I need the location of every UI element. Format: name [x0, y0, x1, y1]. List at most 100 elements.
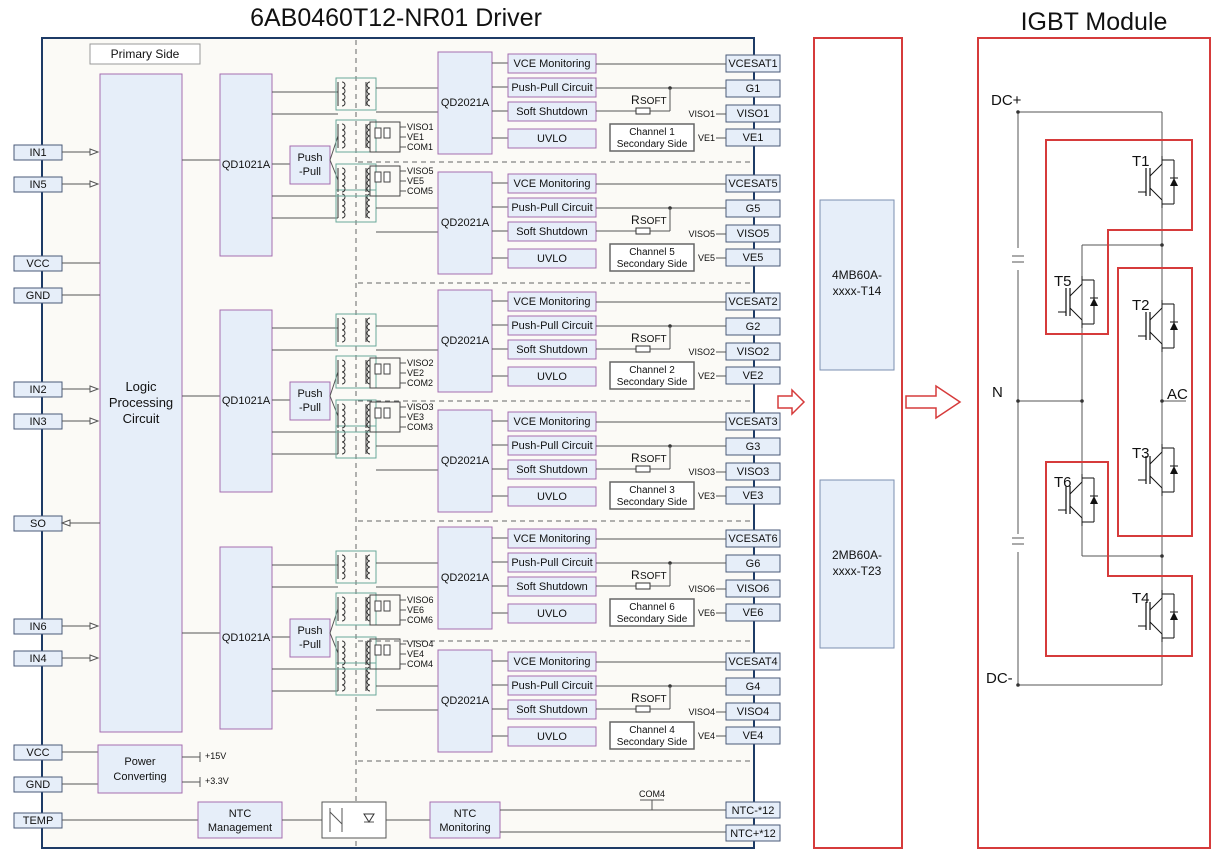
svg-text:NTC: NTC [229, 808, 252, 820]
right-arrow-icon [777, 388, 806, 416]
svg-text:VISO2: VISO2 [737, 346, 769, 358]
svg-text:Push-Pull Circuit: Push-Pull Circuit [511, 82, 592, 94]
svg-text:VE4: VE4 [743, 730, 764, 742]
svg-text:IN4: IN4 [29, 653, 46, 665]
svg-text:VE1: VE1 [407, 132, 424, 142]
svg-text:Secondary Side: Secondary Side [617, 377, 688, 388]
svg-text:R: R [631, 213, 640, 227]
svg-text:VISO5: VISO5 [688, 229, 715, 239]
svg-text:NTC-*12: NTC-*12 [732, 805, 775, 817]
svg-text:Soft Shutdown: Soft Shutdown [516, 464, 588, 476]
supply-15v: +15V [205, 751, 226, 761]
svg-text:xxxx-T23: xxxx-T23 [833, 564, 882, 578]
svg-text:VISO4: VISO4 [737, 706, 769, 718]
svg-text:G6: G6 [746, 558, 761, 570]
ac-label: AC [1167, 386, 1188, 403]
svg-text:VISO1: VISO1 [407, 122, 434, 132]
svg-text:G1: G1 [746, 83, 761, 95]
channel-secondary-label [609, 721, 695, 750]
svg-text:Secondary Side: Secondary Side [617, 259, 688, 270]
svg-text:VISO6: VISO6 [737, 583, 769, 595]
svg-text:Channel 3: Channel 3 [629, 485, 675, 496]
svg-text:-Pull: -Pull [299, 402, 321, 414]
qd1021a-block [219, 546, 273, 730]
channel-secondary-label [609, 598, 695, 627]
supply-3v3: +3.3V [205, 776, 229, 786]
module-title: IGBT Module [1021, 8, 1168, 36]
svg-text:VE1: VE1 [698, 133, 715, 143]
svg-text:VCE Monitoring: VCE Monitoring [513, 296, 590, 308]
svg-text:4MB60A-: 4MB60A- [832, 268, 882, 282]
svg-text:R: R [631, 691, 640, 705]
svg-text:R: R [631, 451, 640, 465]
svg-text:IN5: IN5 [29, 179, 46, 191]
svg-text:T3: T3 [1132, 445, 1150, 462]
svg-text:UVLO: UVLO [537, 491, 567, 503]
svg-text:VE6: VE6 [698, 608, 715, 618]
logic-processing-block [99, 73, 183, 733]
svg-text:QD2021A: QD2021A [441, 217, 490, 229]
svg-text:QD2021A: QD2021A [441, 97, 490, 109]
svg-text:T6: T6 [1054, 474, 1072, 491]
svg-text:VE1: VE1 [743, 132, 764, 144]
svg-text:VISO2: VISO2 [407, 358, 434, 368]
svg-text:R: R [631, 568, 640, 582]
svg-text:VCC: VCC [26, 258, 49, 270]
svg-text:UVLO: UVLO [537, 133, 567, 145]
svg-text:VE3: VE3 [407, 412, 424, 422]
svg-text:COM4: COM4 [407, 659, 433, 669]
svg-text:COM3: COM3 [407, 422, 433, 432]
func-uvlo [507, 366, 597, 387]
svg-text:VE6: VE6 [743, 607, 764, 619]
igbt-module-frame [977, 37, 1211, 849]
module-part-top [819, 199, 895, 371]
svg-text:Channel 4: Channel 4 [629, 725, 675, 736]
svg-text:VISO1: VISO1 [688, 109, 715, 119]
svg-text:Secondary Side: Secondary Side [617, 614, 688, 625]
svg-text:UVLO: UVLO [537, 731, 567, 743]
channel-secondary-label [609, 361, 695, 390]
svg-text:VCESAT3: VCESAT3 [728, 416, 777, 428]
svg-text:NTC: NTC [454, 808, 477, 820]
svg-text:Push: Push [297, 625, 322, 637]
qd1021a-block [219, 309, 273, 493]
svg-text:VCC: VCC [26, 747, 49, 759]
svg-text:QD2021A: QD2021A [441, 335, 490, 347]
svg-text:T1: T1 [1132, 153, 1150, 170]
qd2021a-block [437, 171, 493, 275]
svg-text:-Pull: -Pull [299, 166, 321, 178]
svg-text:Soft Shutdown: Soft Shutdown [516, 344, 588, 356]
dc-minus-label: DC- [986, 670, 1013, 687]
svg-text:VCESAT1: VCESAT1 [728, 58, 777, 70]
qd2021a-block [437, 409, 493, 513]
svg-text:Channel 2: Channel 2 [629, 365, 675, 376]
svg-text:IN2: IN2 [29, 384, 46, 396]
pin-ntc-minus [725, 801, 781, 819]
svg-text:xxxx-T14: xxxx-T14 [833, 284, 882, 298]
svg-text:VCESAT4: VCESAT4 [728, 656, 777, 668]
svg-text:VISO4: VISO4 [407, 639, 434, 649]
svg-text:R: R [631, 93, 640, 107]
svg-text:COM1: COM1 [407, 142, 433, 152]
svg-text:Soft Shutdown: Soft Shutdown [516, 581, 588, 593]
ntc-management-block [197, 801, 283, 839]
svg-text:Push: Push [297, 152, 322, 164]
svg-text:T5: T5 [1054, 273, 1072, 290]
svg-text:2MB60A-: 2MB60A- [832, 548, 882, 562]
svg-text:T4: T4 [1132, 590, 1150, 607]
svg-text:VE5: VE5 [407, 176, 424, 186]
svg-text:Soft Shutdown: Soft Shutdown [516, 226, 588, 238]
svg-text:VCESAT5: VCESAT5 [728, 178, 777, 190]
svg-text:VISO3: VISO3 [688, 467, 715, 477]
svg-text:NTC+*12: NTC+*12 [730, 828, 776, 840]
svg-text:IN3: IN3 [29, 416, 46, 428]
svg-text:VCE Monitoring: VCE Monitoring [513, 178, 590, 190]
svg-text:Secondary Side: Secondary Side [617, 497, 688, 508]
dc-plus-label: DC+ [991, 92, 1022, 109]
svg-text:Push: Push [297, 388, 322, 400]
svg-text:UVLO: UVLO [537, 253, 567, 265]
